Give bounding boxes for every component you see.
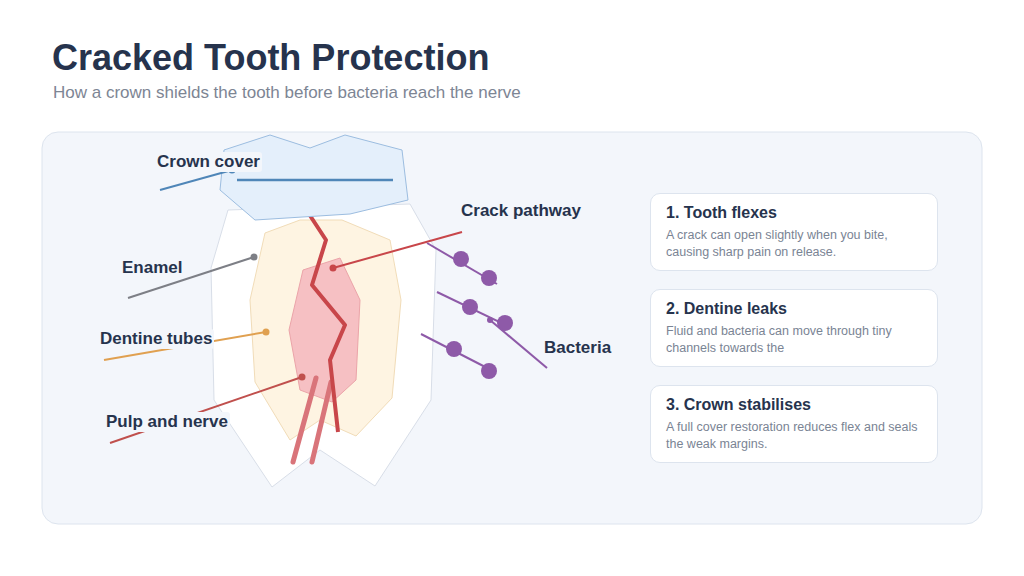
leader-dot: [263, 329, 270, 336]
part-label: Bacteria: [542, 338, 613, 358]
step-body: A crack can open slightly when you bite,…: [666, 227, 923, 262]
bacteria-group: [421, 243, 547, 379]
part-label: Crack pathway: [459, 201, 583, 221]
bacterium: [481, 270, 497, 286]
bacteria-leader: [490, 320, 547, 368]
subtitle: How a crown shields the tooth before bac…: [53, 83, 521, 103]
leader-dot: [330, 265, 337, 272]
part-label: Dentine tubes: [98, 329, 214, 349]
step-heading: 3. Crown stabilises: [666, 395, 923, 416]
bacterium: [462, 299, 478, 315]
part-label: Enamel: [120, 258, 184, 278]
leader-line: [160, 170, 232, 190]
bacterium: [446, 341, 462, 357]
part-label: Crown cover: [155, 152, 262, 172]
leader-line: [333, 232, 462, 268]
part-label: Pulp and nerve: [104, 412, 230, 432]
step-heading: 2. Dentine leaks: [666, 299, 923, 320]
bacterium: [481, 363, 497, 379]
step-card: 1. Tooth flexes A crack can open slightly…: [650, 193, 938, 271]
diagram-title: Cracked Tooth Protection: [52, 36, 489, 79]
pulp-shape: [289, 258, 360, 402]
crown-margin-line: [237, 179, 393, 182]
crown-cover-shape: [220, 135, 408, 220]
step-heading: 1. Tooth flexes: [666, 203, 923, 224]
step-body: Fluid and bacteria can move through tiny…: [666, 323, 923, 358]
crack-line: [309, 214, 345, 432]
bacterium: [453, 251, 469, 267]
enamel-shape: [211, 204, 436, 487]
panel-background: [42, 132, 982, 524]
step-body: A full cover restoration reduces flex an…: [666, 419, 923, 454]
leader-dot: [487, 317, 493, 323]
nerve-root: [312, 382, 331, 462]
leader-dot: [299, 374, 306, 381]
leader-dot: [251, 254, 258, 261]
leader-line: [110, 377, 302, 443]
step-card: 2. Dentine leaksFluid and bacteria can m…: [650, 289, 938, 367]
step-card: 3. Crown stabilises A full cover restorat…: [650, 385, 938, 463]
